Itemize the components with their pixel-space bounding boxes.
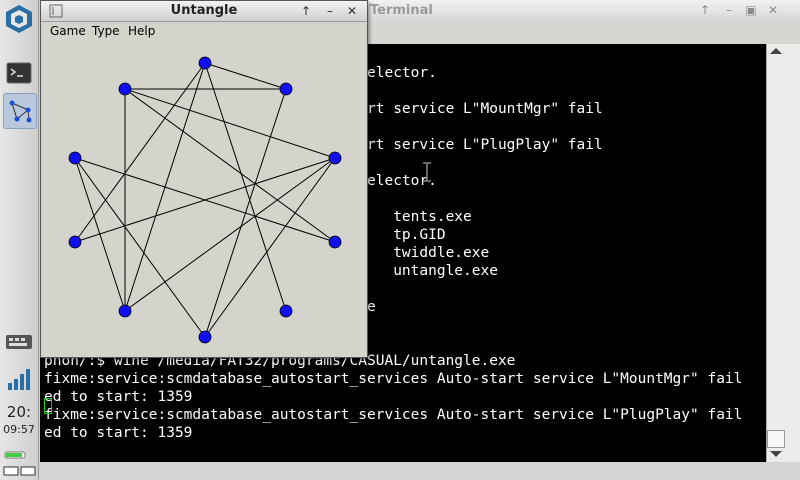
terminal-title: Terminal xyxy=(370,3,433,18)
graph-node[interactable] xyxy=(279,82,293,96)
graph-edge xyxy=(124,157,336,312)
close-icon[interactable]: ✕ xyxy=(767,3,779,17)
scroll-down-icon[interactable] xyxy=(766,448,786,460)
shade-icon[interactable]: ↑ xyxy=(699,3,711,17)
terminal-line: fixme:service:scmdatabase_autostart_serv… xyxy=(44,371,743,387)
untangle-window[interactable]: Untangle ↑ – ✕ Game Type Help xyxy=(40,0,368,358)
untangle-menu-bar: Game Type Help xyxy=(41,21,367,41)
graph-edge xyxy=(204,62,287,90)
maximize-icon[interactable]: ▣ xyxy=(745,3,757,17)
graph-node[interactable] xyxy=(328,235,342,249)
graph-node[interactable] xyxy=(198,56,212,70)
graph-edge xyxy=(124,88,336,243)
untangle-title-bar[interactable]: Untangle ↑ – ✕ xyxy=(41,1,367,22)
shade-icon[interactable]: ↑ xyxy=(300,4,312,18)
menu-type[interactable]: Type xyxy=(92,24,120,38)
graph-node[interactable] xyxy=(328,151,342,165)
terminal-icon xyxy=(6,62,32,84)
terminal-cursor xyxy=(44,398,52,414)
graph-edge xyxy=(124,88,336,159)
graph-node[interactable] xyxy=(198,330,212,344)
graph-node[interactable] xyxy=(68,235,82,249)
menu-help[interactable]: Help xyxy=(128,24,156,38)
taskbar: 20: 09:57 xyxy=(0,0,39,480)
untangle-icon xyxy=(9,100,32,123)
graph-edge xyxy=(74,62,206,243)
scroll-up-icon[interactable] xyxy=(766,44,786,58)
terminal-line: ed to start: 1359 xyxy=(44,425,193,441)
minimize-icon[interactable]: – xyxy=(726,3,732,17)
drag-handle-icon[interactable] xyxy=(49,4,63,18)
menu-game[interactable]: Game xyxy=(50,24,86,38)
start-menu-button[interactable] xyxy=(3,2,35,36)
logo-icon xyxy=(6,5,32,33)
terminal-line: ed to start: 1359 xyxy=(44,389,193,405)
battery-icon xyxy=(4,451,26,459)
signal-button[interactable] xyxy=(3,362,35,396)
terminal-line: fixme:service:scmdatabase_autostart_serv… xyxy=(44,407,743,423)
graph-node[interactable] xyxy=(118,82,132,96)
terminal-task-button[interactable] xyxy=(3,56,35,90)
desktop-switch-icon[interactable] xyxy=(3,466,37,476)
graph-node[interactable] xyxy=(68,151,82,165)
untangle-title: Untangle xyxy=(170,3,238,18)
graph-edge xyxy=(74,157,336,243)
text-cursor-icon xyxy=(423,162,431,182)
keyboard-icon xyxy=(6,335,32,349)
keyboard-button[interactable] xyxy=(3,324,35,358)
untangle-task-button[interactable] xyxy=(3,93,37,129)
graph-edge xyxy=(204,157,336,338)
graph-node[interactable] xyxy=(279,304,293,318)
puzzle-board[interactable] xyxy=(41,41,367,357)
clock-minute: 09:57 xyxy=(3,423,35,436)
signal-strength-icon xyxy=(8,369,30,390)
minimize-icon[interactable]: – xyxy=(327,4,333,18)
scrollbar-thumb[interactable] xyxy=(767,430,785,448)
terminal-scrollbar[interactable] xyxy=(766,44,800,462)
graph-edge xyxy=(74,157,206,338)
graph-edge xyxy=(74,157,126,312)
clock[interactable]: 20: 09:57 xyxy=(0,402,38,438)
clock-hour: 20: xyxy=(6,403,32,421)
close-icon[interactable]: ✕ xyxy=(346,4,358,18)
graph-node[interactable] xyxy=(118,304,132,318)
